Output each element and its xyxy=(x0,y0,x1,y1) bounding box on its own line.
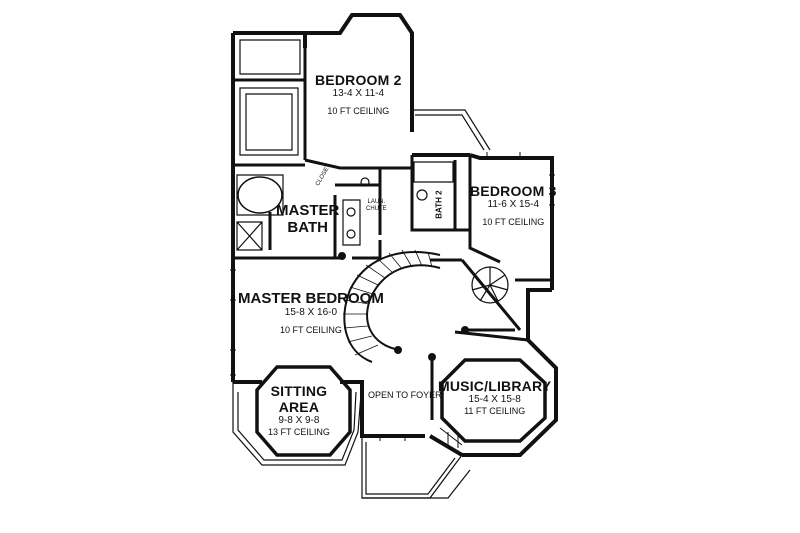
bedroom2-label: BEDROOM 2 13-4 X 11-4 10 FT CEILING xyxy=(315,72,402,116)
master-bath-line1: MASTER xyxy=(276,202,340,219)
sitting-area-line1: SITTING xyxy=(270,383,328,399)
master-bedroom-name: MASTER BEDROOM xyxy=(238,290,384,307)
windows xyxy=(230,152,555,441)
open-to-foyer-label: OPEN TO FOYER xyxy=(368,390,442,400)
master-bedroom-label: MASTER BEDROOM 15-8 X 16-0 10 FT CEILING xyxy=(238,290,384,335)
exterior-walls xyxy=(231,13,558,457)
curved-staircase xyxy=(343,251,441,363)
bath2-tub xyxy=(413,161,454,183)
master-bedroom-dims: 15-8 X 16-0 xyxy=(284,307,338,319)
bedroom3-dims: 11-6 X 15-4 xyxy=(487,199,540,211)
laun-chute-line2: CHUTE xyxy=(366,205,387,212)
music-library-ceiling: 11 FT CEILING xyxy=(464,405,526,416)
sitting-area-octagon xyxy=(255,365,352,457)
sitting-porch-outline xyxy=(232,381,363,466)
music-library-octagon xyxy=(440,358,547,443)
sitting-area-label: SITTING AREA 9-8 X 9-8 13 FT CEILING xyxy=(268,383,330,437)
music-library-name: MUSIC/LIBRARY xyxy=(438,378,552,394)
stair-treads xyxy=(343,249,433,356)
master-tub xyxy=(237,176,283,214)
sitting-area-line2: AREA xyxy=(278,399,320,416)
bedroom2-ceiling: 10 FT CEILING xyxy=(327,105,390,116)
laun-chute-label: LAUN. CHUTE xyxy=(366,199,387,213)
master-bedroom-ceiling: 10 FT CEILING xyxy=(279,324,342,335)
bedroom3-name: BEDROOM 3 xyxy=(470,183,557,199)
bedroom2-name: BEDROOM 2 xyxy=(315,72,402,88)
bedroom3-ceiling: 10 FT CEILING xyxy=(482,216,545,227)
sitting-area-dims: 9-8 X 9-8 xyxy=(278,415,320,427)
music-library-dims: 15-4 X 15-8 xyxy=(468,394,521,406)
sitting-area-ceiling: 13 FT CEILING xyxy=(268,426,330,437)
laun-chute-line1: LAUN. xyxy=(367,199,386,205)
interior-walls xyxy=(233,48,552,420)
music-library-label: MUSIC/LIBRARY 15-4 X 15-8 11 FT CEILING xyxy=(438,378,551,416)
bedroom3-label: BEDROOM 3 11-6 X 15-4 10 FT CEILING xyxy=(470,183,557,227)
bath2-label: BATH 2 xyxy=(434,190,444,219)
master-bath-line2: BATH xyxy=(287,219,328,237)
bedroom2-dims: 13-4 X 11-4 xyxy=(332,88,385,100)
spiral-stair xyxy=(471,266,509,304)
master-bath-label: MASTER BATH xyxy=(276,202,339,237)
master-shower xyxy=(236,221,263,251)
